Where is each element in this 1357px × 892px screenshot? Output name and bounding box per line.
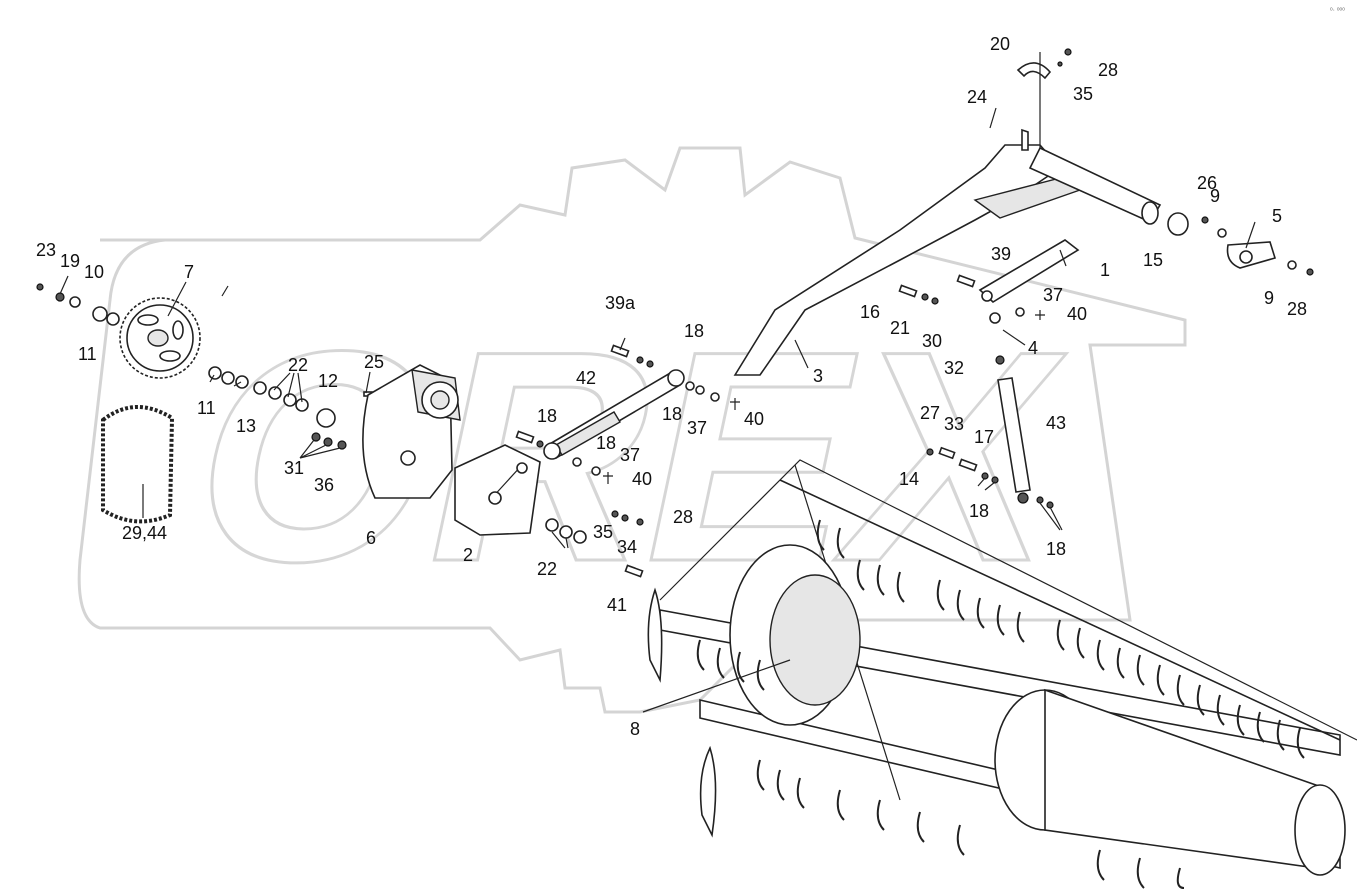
label-11-left: 11 <box>78 344 97 364</box>
hydraulic-cylinder-42 <box>515 344 740 578</box>
label-10: 10 <box>84 262 104 282</box>
label-18-c: 18 <box>662 404 682 424</box>
label-35-top: 35 <box>1073 84 1093 104</box>
label-17: 17 <box>974 427 994 447</box>
label-2: 2 <box>463 545 473 565</box>
label-18-a: 18 <box>684 321 704 341</box>
lever-and-cylinder-43 <box>898 239 1080 509</box>
label-18-e: 18 <box>969 501 989 521</box>
label-23: 23 <box>36 240 56 260</box>
label-33: 33 <box>944 414 964 434</box>
label-36: 36 <box>314 475 334 495</box>
label-18-b: 18 <box>537 406 557 426</box>
label-37-mid: 37 <box>687 418 707 438</box>
label-4: 4 <box>1028 338 1038 358</box>
label-11-right: 11 <box>197 398 216 418</box>
label-39a: 39a <box>605 293 636 313</box>
label-28-top: 28 <box>1098 60 1118 80</box>
label-41: 41 <box>607 595 627 615</box>
label-20: 20 <box>990 34 1010 54</box>
sprocket-assembly <box>36 283 373 524</box>
label-27: 27 <box>920 403 940 423</box>
label-8: 8 <box>630 719 640 739</box>
label-42: 42 <box>576 368 596 388</box>
label-21: 21 <box>890 318 910 338</box>
label-9-top: 9 <box>1210 186 1220 206</box>
label-31: 31 <box>284 458 304 478</box>
label-22-bottom: 22 <box>537 559 557 579</box>
label-32: 32 <box>944 358 964 378</box>
label-40-right: 40 <box>1067 304 1087 324</box>
label-30: 30 <box>922 331 942 351</box>
label-40-mid: 40 <box>744 409 764 429</box>
label-35-bottom: 35 <box>593 522 613 542</box>
label-26: 26 <box>1197 173 1217 193</box>
corner-mark: ᵒ· ᵒᵒᵒ <box>1330 7 1345 14</box>
label-18-f: 18 <box>1046 539 1066 559</box>
reel-assembly-8 <box>647 459 1357 889</box>
label-28-mid: 28 <box>673 507 693 527</box>
label-3: 3 <box>813 366 823 386</box>
label-5: 5 <box>1272 206 1282 226</box>
label-1: 1 <box>1100 260 1110 280</box>
label-22-top: 22 <box>288 355 308 375</box>
label-9-bottom: 9 <box>1264 288 1274 308</box>
reel-drive-housing <box>362 364 541 536</box>
label-7: 7 <box>184 262 194 282</box>
label-6: 6 <box>366 528 376 548</box>
label-24: 24 <box>967 87 987 107</box>
label-37-right: 37 <box>1043 285 1063 305</box>
label-12: 12 <box>318 371 338 391</box>
label-39: 39 <box>991 244 1011 264</box>
label-40-low: 40 <box>632 469 652 489</box>
label-25: 25 <box>364 352 384 372</box>
label-13: 13 <box>236 416 256 436</box>
label-29-44: 29,44 <box>122 523 167 543</box>
label-28-right: 28 <box>1287 299 1307 319</box>
leader-lines <box>59 52 1256 713</box>
label-19: 19 <box>60 251 80 271</box>
label-18-d: 18 <box>596 433 616 453</box>
label-16: 16 <box>860 302 880 322</box>
label-15: 15 <box>1143 250 1163 270</box>
callout-labels: 1 2 3 4 5 6 7 8 9 9 10 11 11 12 13 14 15… <box>36 34 1307 739</box>
label-14: 14 <box>899 469 919 489</box>
label-37-low: 37 <box>620 445 640 465</box>
label-34: 34 <box>617 537 637 557</box>
reel-support-arm <box>733 48 1314 376</box>
label-43: 43 <box>1046 413 1066 433</box>
